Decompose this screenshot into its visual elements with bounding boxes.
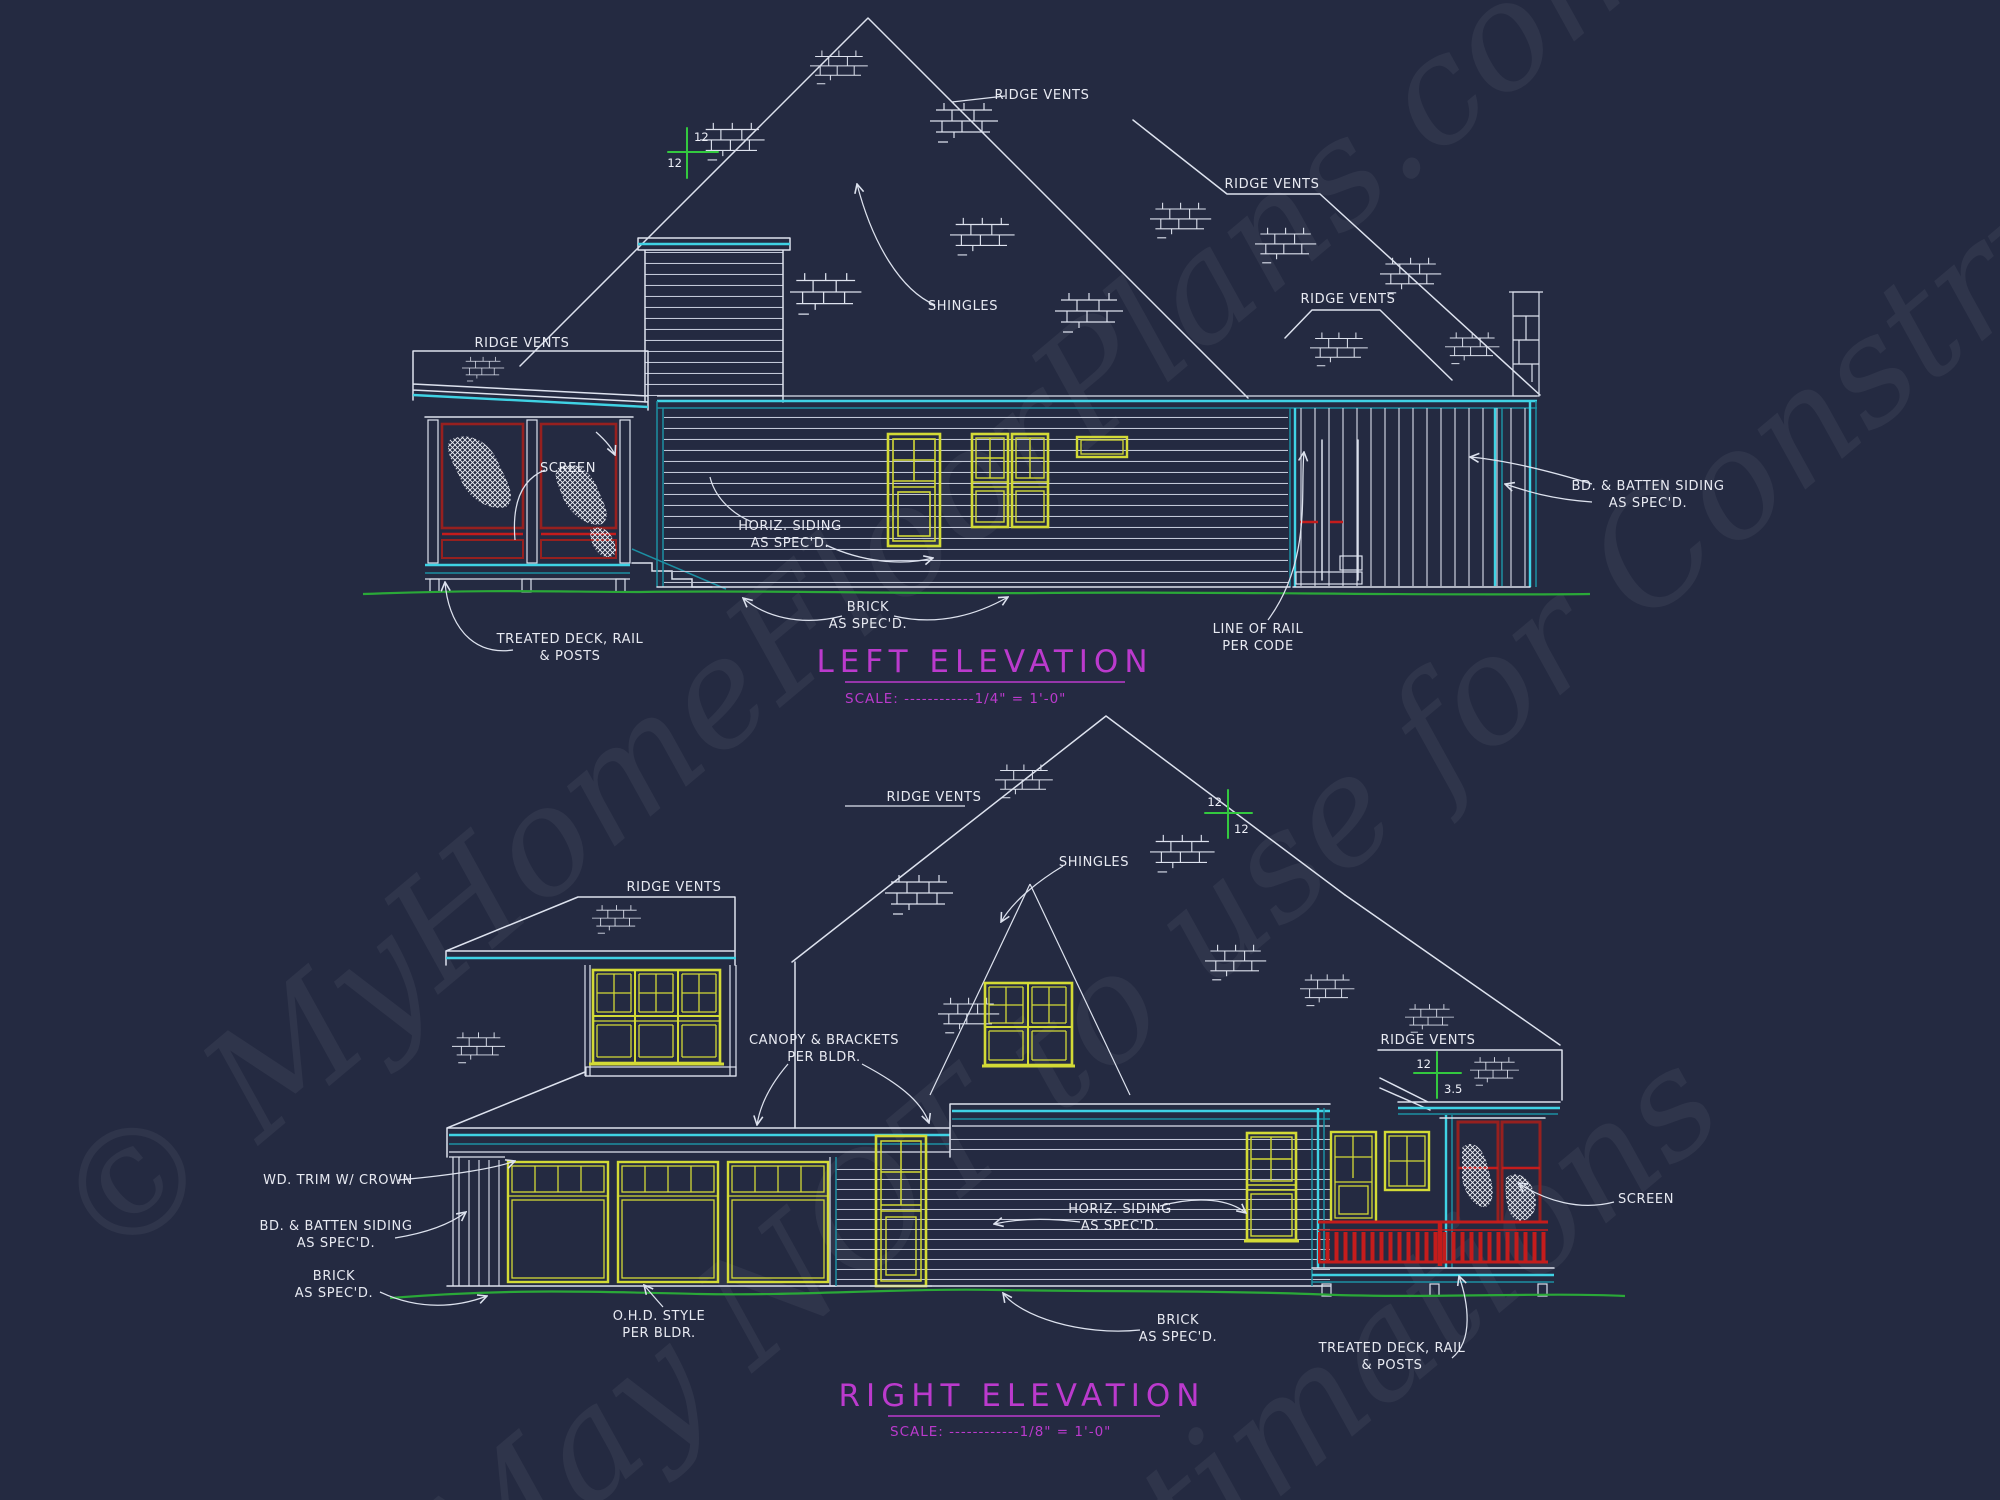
right-elevation-drawing: 12 12 12 3.5 RIDGE VENTS RIDGE [259, 715, 1674, 1440]
screen-mesh-blob [590, 527, 616, 557]
wd-trim-label: WD. TRIM W/ CROWN [263, 1173, 413, 1188]
left-elev-leaders [445, 95, 1593, 652]
right-chimney [1509, 291, 1543, 397]
bd-batten-label: BD. & BATTEN SIDING [1571, 479, 1724, 494]
pitch-run-value: 12 [1234, 822, 1249, 836]
treated-deck-label: & POSTS [540, 649, 601, 664]
treated-deck-label: & POSTS [1362, 1358, 1423, 1373]
garage-door [726, 1160, 830, 1284]
right-elev-main-gable [791, 715, 1346, 1129]
screen-panels [1456, 1120, 1542, 1224]
ridge-vents-label: RIDGE VENTS [887, 790, 982, 805]
right-elev-right-roof [949, 894, 1563, 1158]
brick-label: BRICK [847, 600, 889, 615]
left-elevation-scale: SCALE: ------------1/4" = 1'-0" [845, 691, 1066, 707]
ground-line [362, 590, 1591, 596]
left-elev-chimney [637, 237, 791, 403]
patio-door [886, 432, 942, 548]
right-elev-garage [446, 1031, 951, 1287]
entry-door [870, 1134, 932, 1288]
screen-label: SCREEN [540, 461, 596, 476]
left-elevation-title-block: LEFT ELEVATION SCALE: ------------1/4" =… [816, 644, 1153, 707]
garage-door [616, 1160, 720, 1284]
line-of-rail-label: LINE OF RAIL [1213, 622, 1304, 637]
pitch-rise-value: 12 [694, 130, 709, 144]
pitch-marker-12-12: 12 12 [667, 127, 719, 179]
ohd-label: PER BLDR. [622, 1326, 696, 1341]
right-elevation-title: RIGHT ELEVATION [839, 1378, 1206, 1414]
ridge-vents-label: RIDGE VENTS [475, 336, 570, 351]
left-elev-batten-section [1292, 291, 1543, 588]
ohd-label: O.H.D. STYLE [613, 1309, 706, 1324]
ridge-vents-label: RIDGE VENTS [1301, 292, 1396, 307]
horiz-siding-label: HORIZ. SIDING [738, 519, 842, 534]
ground-line [389, 1288, 1626, 1300]
shingles-label: SHINGLES [928, 299, 998, 314]
bd-batten-label: BD. & BATTEN SIDING [259, 1219, 412, 1234]
treated-deck-label: TREATED DECK, RAIL [496, 632, 644, 647]
pitch-rise-value: 12 [1416, 1057, 1431, 1071]
right-elev-leaders [379, 805, 1615, 1359]
left-elevation-drawing: 12 12 RIDGE VENTS RIDGE VENTS RIDGE VENT… [362, 17, 1724, 707]
pitch-marker-12-12: 12 12 [1204, 789, 1253, 839]
left-elev-roof [461, 17, 1541, 399]
screen-mesh-blob [448, 436, 511, 508]
right-elev-left-roof [445, 896, 736, 966]
treated-deck-label: TREATED DECK, RAIL [1318, 1341, 1466, 1356]
porch-window [1383, 1130, 1431, 1192]
screen-mesh-blob [1462, 1143, 1493, 1207]
brick-label: AS SPEC'D. [1139, 1330, 1217, 1345]
pitch-run-value: 12 [667, 156, 682, 170]
ridge-vents-label: RIDGE VENTS [1381, 1033, 1476, 1048]
ridge-vents-label: RIDGE VENTS [1225, 177, 1320, 192]
shingles-label: SHINGLES [1059, 855, 1129, 870]
wall-window [1244, 1131, 1299, 1243]
left-elev-labels: RIDGE VENTS RIDGE VENTS RIDGE VENTS RIDG… [475, 88, 1724, 664]
canopy-label: PER BLDR. [787, 1050, 861, 1065]
canopy-label: CANOPY & BRACKETS [749, 1033, 899, 1048]
deck-railing [1318, 1220, 1548, 1266]
brick-label: AS SPEC'D. [295, 1286, 373, 1301]
pitch-run-value: 3.5 [1444, 1082, 1462, 1096]
horiz-siding-label: HORIZ. SIDING [1068, 1202, 1172, 1217]
brick-label: AS SPEC'D. [829, 617, 907, 632]
screen-mesh-blob [555, 464, 607, 525]
screen-label: SCREEN [1618, 1192, 1674, 1207]
brick-label: BRICK [313, 1269, 355, 1284]
horiz-siding-label: AS SPEC'D. [1081, 1219, 1159, 1234]
screen-mesh-blob [1505, 1174, 1536, 1221]
gable-window-pair [982, 981, 1075, 1068]
deck-band [1311, 1267, 1555, 1297]
pitch-rise-value: 12 [1207, 795, 1222, 809]
right-elevation-scale: SCALE: ------------1/8" = 1'-0" [890, 1424, 1111, 1440]
brick-label: BRICK [1157, 1313, 1199, 1328]
garage-door [506, 1160, 610, 1284]
right-elev-main-wall [819, 1128, 1331, 1288]
bd-batten-label: AS SPEC'D. [1609, 496, 1687, 511]
left-elevation-title: LEFT ELEVATION [816, 644, 1153, 680]
bd-batten-label: AS SPEC'D. [297, 1236, 375, 1251]
right-elev-screen-porch [1311, 1108, 1555, 1297]
transom-window [1075, 435, 1129, 459]
right-elev-dormer [584, 965, 737, 1077]
double-hung-window [1010, 432, 1050, 529]
pitch-marker-12-3-5: 12 3.5 [1413, 1051, 1462, 1099]
line-of-rail-label: PER CODE [1222, 639, 1294, 654]
porch-door [1329, 1130, 1378, 1224]
left-elev-windows [886, 432, 1129, 548]
horiz-siding-label: AS SPEC'D. [751, 536, 829, 551]
right-elevation-title-block: RIGHT ELEVATION SCALE: ------------1/8" … [839, 1378, 1206, 1440]
left-elev-porch-roof [412, 350, 649, 411]
right-elev-labels: RIDGE VENTS RIDGE VENTS RIDGE VENTS SHIN… [259, 790, 1674, 1373]
ridge-vents-label: RIDGE VENTS [627, 880, 722, 895]
ridge-vents-label: RIDGE VENTS [995, 88, 1090, 103]
double-hung-window [970, 432, 1010, 529]
left-elev-screen-porch [424, 416, 634, 564]
